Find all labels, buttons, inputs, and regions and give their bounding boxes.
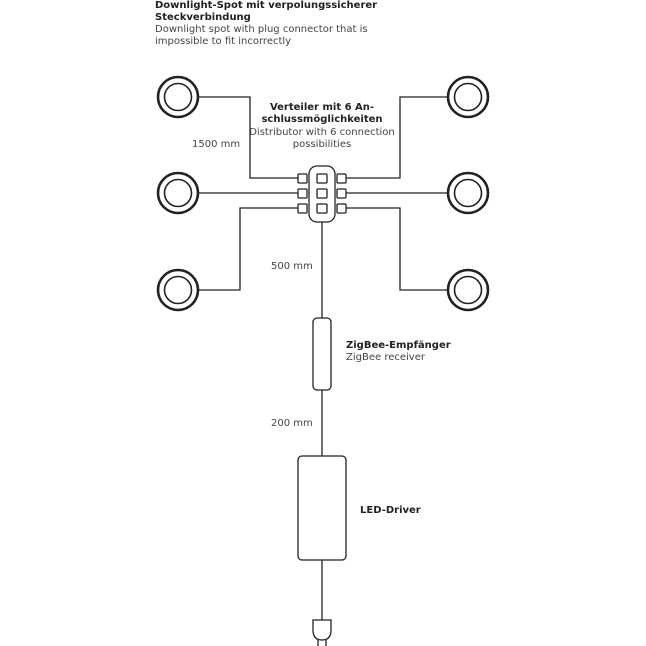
spot-icon: [156, 268, 200, 312]
spot-icon: [446, 75, 490, 119]
spot-icon: [446, 171, 490, 215]
plug-icon: [312, 619, 332, 646]
spot-label-de-line1: Downlight-Spot mit verpolungssicherer: [155, 0, 378, 11]
spot-label-en-line1: Downlight spot with plug connector that …: [155, 24, 368, 35]
distributor-label-en-line1: Distributor with 6 connection: [249, 127, 395, 138]
cable-left-bottom: [199, 207, 298, 291]
receiver-label-de: ZigBee-Empfänger: [346, 340, 451, 351]
length-receiver-cable: 200 mm: [271, 418, 313, 429]
distributor-label-en-line2: possibilities: [292, 139, 352, 150]
cable-right-top: [346, 96, 447, 179]
length-spot-cable: 1500 mm: [192, 139, 241, 150]
zigbee-receiver-icon: [312, 317, 332, 391]
length-distributor-cable: 500 mm: [271, 261, 313, 272]
receiver-label-en: ZigBee receiver: [346, 352, 425, 363]
distributor-label-de-line2: schlussmöglichkeiten: [261, 114, 383, 125]
spot-label-de-line2: Steckverbindung: [155, 12, 251, 23]
led-driver-icon: [297, 455, 347, 561]
distributor-label-de-line1: Verteiler mit 6 An-: [269, 102, 375, 113]
cable-left-top: [199, 96, 298, 179]
spot-icon: [156, 171, 200, 215]
downlight-spots: [156, 75, 490, 312]
spot-label-en-line2: impossible to fit incorrectly: [155, 36, 292, 47]
spot-icon: [156, 75, 200, 119]
distributor-icon: [297, 165, 347, 223]
driver-label: LED-Driver: [360, 505, 421, 516]
cable-right-bottom: [346, 207, 447, 291]
spot-icon: [446, 268, 490, 312]
